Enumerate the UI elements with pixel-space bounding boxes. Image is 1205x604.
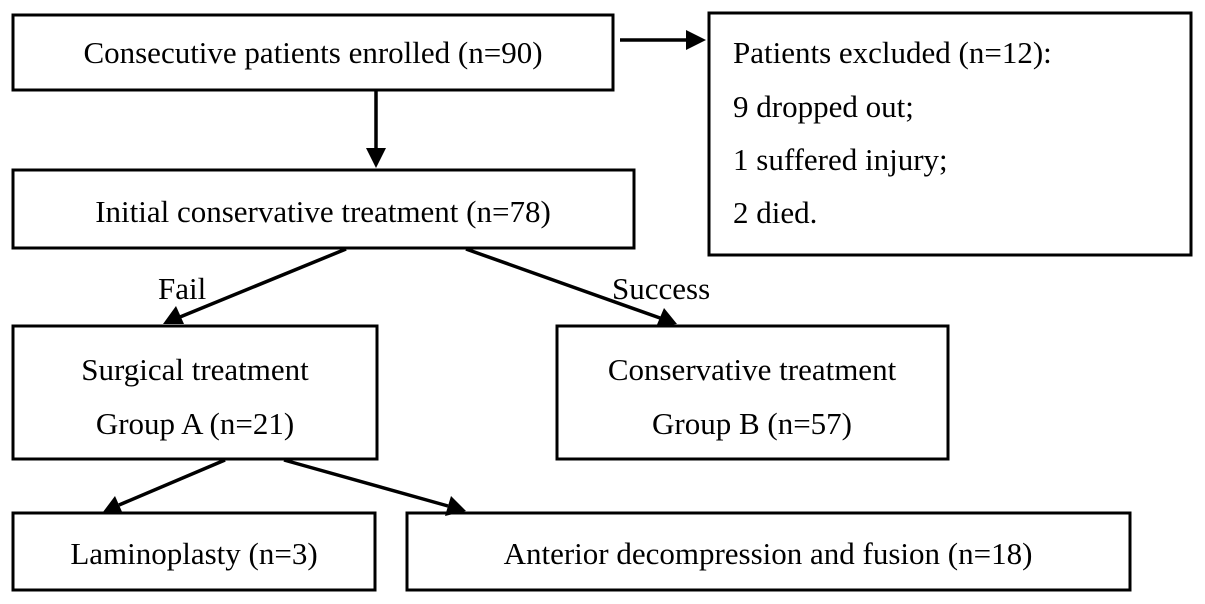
arrow-surgical-to-laminoplasty [103, 458, 226, 514]
conservative-label-line2: Group B (n=57) [652, 406, 852, 441]
arrow-initial-to-surgical [163, 247, 347, 324]
initial-node: Initial conservative treatment (n=78) [11, 168, 636, 250]
anterior-label: Anterior decompression and fusion (n=18) [504, 536, 1033, 571]
anterior-node: Anterior decompression and fusion (n=18) [405, 511, 1132, 592]
initial-label: Initial conservative treatment (n=78) [95, 194, 551, 229]
surgical-node: Surgical treatment Group A (n=21) [11, 324, 379, 461]
excluded-reason-1: 9 dropped out; [733, 89, 914, 124]
arrow-enrolled-to-initial [366, 90, 386, 168]
edge-label-fail: Fail [158, 271, 206, 306]
excluded-reason-2: 1 suffered injury; [733, 142, 948, 177]
arrow-initial-to-conservative [465, 247, 677, 327]
arrow-enrolled-to-excluded [620, 30, 706, 50]
enrolled-label: Consecutive patients enrolled (n=90) [83, 35, 542, 70]
conservative-node: Conservative treatment Group B (n=57) [555, 324, 950, 461]
excluded-reason-3: 2 died. [733, 195, 817, 230]
conservative-label-line1: Conservative treatment [608, 352, 897, 387]
laminoplasty-label: Laminoplasty (n=3) [70, 536, 317, 571]
arrow-surgical-to-anterior [283, 458, 466, 516]
laminoplasty-node: Laminoplasty (n=3) [11, 511, 377, 592]
excluded-title: Patients excluded (n=12): [733, 35, 1052, 70]
surgical-label-line1: Surgical treatment [81, 352, 309, 387]
surgical-label-line2: Group A (n=21) [96, 406, 294, 441]
enrolled-node: Consecutive patients enrolled (n=90) [11, 13, 615, 92]
edge-label-success: Success [612, 271, 710, 306]
excluded-node: Patients excluded (n=12): 9 dropped out;… [707, 11, 1193, 257]
